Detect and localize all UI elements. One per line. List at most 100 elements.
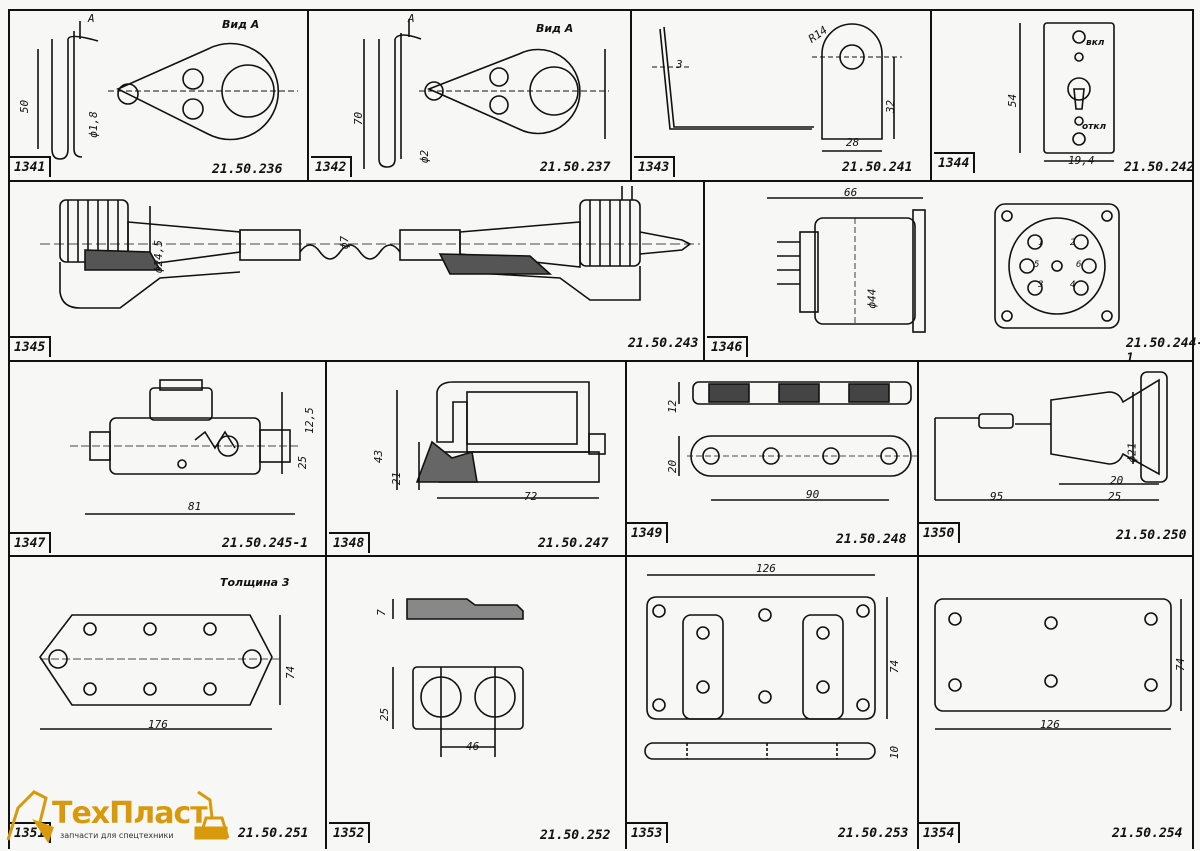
drawing-1345 bbox=[40, 186, 700, 309]
dimension-label: 74 bbox=[888, 659, 902, 674]
dimension-label: 74 bbox=[1174, 657, 1188, 672]
logo-excavator-icon bbox=[6, 790, 230, 844]
dimension-label: 66 bbox=[844, 186, 858, 199]
drawing-1347 bbox=[70, 379, 300, 515]
grid-line bbox=[930, 9, 932, 180]
dimension-label: 95 bbox=[990, 490, 1004, 503]
part-id: 1347 bbox=[10, 532, 52, 553]
dimension-label: 25 bbox=[1108, 490, 1122, 503]
part-id: 1346 bbox=[707, 336, 749, 357]
part-code: 21.50.253 bbox=[838, 826, 909, 841]
switch-label-on: вкл bbox=[1086, 38, 1105, 48]
drawing-1342 bbox=[363, 19, 609, 169]
part-code: 21.50.254 bbox=[1112, 826, 1183, 841]
dimension-label: 126 bbox=[1040, 718, 1060, 731]
part-code: 21.50.236 bbox=[212, 162, 283, 177]
pin-number: 2 bbox=[1070, 238, 1076, 248]
grid-line bbox=[703, 180, 705, 360]
grid-line bbox=[630, 9, 632, 180]
drawing-1346 bbox=[767, 197, 1120, 333]
part-code: 21.50.243 bbox=[628, 336, 699, 351]
dimension-label: 50 bbox=[18, 99, 32, 114]
dimension-label: 21 bbox=[390, 471, 404, 486]
dimension-label: ф7 bbox=[338, 235, 352, 250]
drawing-1343 bbox=[652, 23, 902, 152]
switch-label-off: откл bbox=[1082, 122, 1107, 132]
dimension-label: 25 bbox=[378, 707, 392, 722]
dimension-label: 10 bbox=[888, 745, 902, 760]
dimension-label: 90 bbox=[806, 488, 820, 501]
dimension-label: 74 bbox=[284, 665, 298, 680]
part-code: 21.50.237 bbox=[540, 160, 611, 175]
drawing-1352 bbox=[392, 598, 524, 757]
dimension-label: 12 bbox=[666, 399, 680, 414]
dimension-label: А bbox=[88, 12, 95, 25]
part-id: 1343 bbox=[634, 156, 676, 177]
drawing-1349 bbox=[678, 381, 917, 501]
dimension-label: 20 bbox=[666, 459, 680, 474]
part-id: 1354 bbox=[919, 822, 961, 843]
dimension-label: 72 bbox=[524, 490, 538, 503]
dimension-label: 176 bbox=[148, 718, 168, 731]
dimension-label: ф1,8 bbox=[86, 111, 100, 138]
dimension-label: 20 bbox=[1110, 474, 1124, 487]
part-code: 21.50.244-1 bbox=[1126, 336, 1200, 366]
view-label: Вид А bbox=[222, 18, 260, 31]
part-id: 1342 bbox=[311, 156, 353, 177]
dimension-label: 19,4 bbox=[1068, 154, 1095, 167]
drawing-1350 bbox=[934, 371, 1168, 501]
part-id: 1344 bbox=[934, 152, 976, 173]
pin-number: 6 bbox=[1076, 260, 1082, 270]
drawing-1354 bbox=[934, 598, 1182, 730]
part-code: 21.50.245-1 bbox=[222, 536, 309, 551]
drawing-1344 bbox=[1019, 22, 1115, 162]
pin-number: 3 bbox=[1038, 280, 1044, 290]
dimension-label: 12,5 bbox=[302, 407, 316, 434]
drawing-1353 bbox=[644, 574, 888, 760]
dimension-label: 28 bbox=[846, 136, 860, 149]
pin-number: 5 bbox=[1034, 260, 1040, 270]
grid-line bbox=[625, 360, 627, 849]
dimension-label: 43 bbox=[372, 449, 386, 464]
dimension-label: ф21 bbox=[1125, 442, 1139, 463]
grid-line bbox=[8, 9, 10, 849]
dimension-label: ф2 bbox=[418, 149, 432, 164]
pin-number: 1 bbox=[1038, 238, 1044, 248]
part-id: 1350 bbox=[919, 522, 961, 543]
drawing-1351 bbox=[39, 614, 281, 730]
logo-tagline: запчасти для спецтехники bbox=[60, 831, 174, 840]
grid-line bbox=[325, 360, 327, 849]
dimension-label: 3 bbox=[676, 58, 683, 71]
part-id: 1352 bbox=[329, 822, 371, 843]
grid-line bbox=[1192, 9, 1194, 849]
part-id: 1349 bbox=[627, 522, 669, 543]
grid-line bbox=[8, 180, 1194, 182]
part-id: 1348 bbox=[329, 532, 371, 553]
dimension-label: ф24,5 bbox=[152, 239, 166, 274]
dimension-label: 32 bbox=[884, 99, 898, 114]
part-code: 21.50.242 bbox=[1124, 160, 1195, 175]
dimension-label: 46 bbox=[466, 740, 480, 753]
part-code: 21.50.248 bbox=[836, 532, 907, 547]
grid-line bbox=[8, 9, 1194, 11]
pin-number: 4 bbox=[1070, 280, 1076, 290]
part-id: 1341 bbox=[10, 156, 52, 177]
logo-name: ТехПласт bbox=[52, 796, 208, 831]
dimension-label: 81 bbox=[188, 500, 202, 513]
part-code: 21.50.241 bbox=[842, 160, 913, 175]
grid-line bbox=[917, 360, 919, 849]
dimension-label: 7 bbox=[374, 609, 388, 616]
dimension-label: ф44 bbox=[865, 288, 879, 309]
view-label: Вид А bbox=[536, 22, 574, 35]
part-code: 21.50.247 bbox=[538, 536, 609, 551]
part-id: 1353 bbox=[627, 822, 669, 843]
dimension-label: 126 bbox=[756, 562, 776, 575]
dimension-label: 54 bbox=[1006, 93, 1020, 108]
part-id: 1351 bbox=[10, 822, 52, 843]
thickness-label: Толщина 3 bbox=[220, 576, 290, 589]
grid-line bbox=[8, 360, 1194, 362]
grid-line bbox=[307, 9, 309, 180]
part-code: 21.50.250 bbox=[1116, 528, 1187, 543]
drawing-1348 bbox=[396, 381, 606, 499]
